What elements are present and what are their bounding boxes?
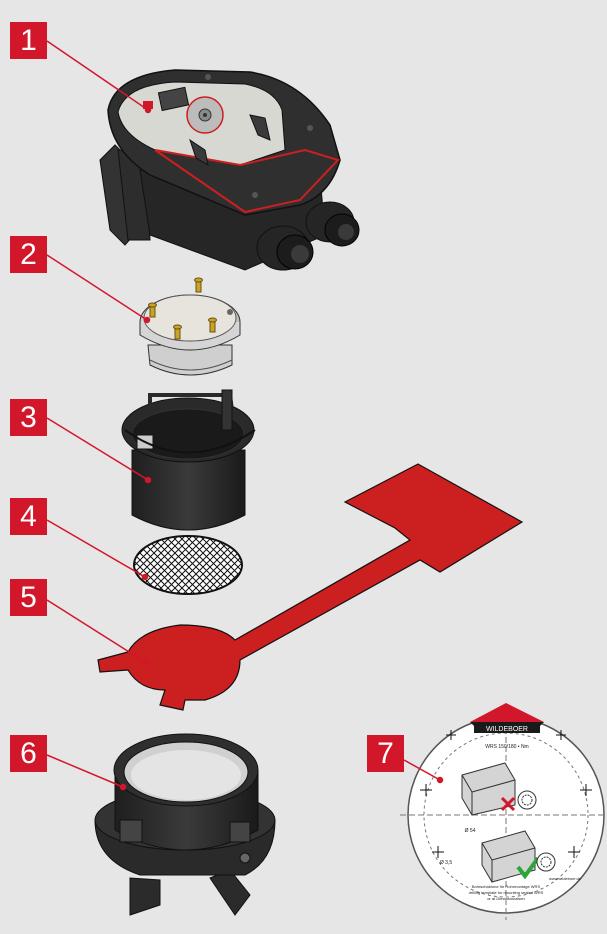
cross-box <box>461 762 516 816</box>
sleeve <box>121 389 256 531</box>
part-number-4: 4 <box>10 498 47 535</box>
leader-lines <box>46 40 444 791</box>
drilling-template: WILDEBOER WRS 150/180 • Nm Ø 54 Ø 3,5 Bo… <box>400 703 607 920</box>
part-number-3: 3 <box>10 399 47 436</box>
control-unit <box>99 69 360 271</box>
leader-5 <box>46 599 146 663</box>
template-caption-1: Bohrschablone für Rohrmontage WRS <box>472 884 541 889</box>
electronic-insert <box>139 277 241 376</box>
template-caption-2: drilling template for mounting sealed WR… <box>469 890 544 895</box>
part-number-7: 7 <box>367 735 404 772</box>
template-website: www.wildeboer.de <box>549 876 582 881</box>
base-housing <box>94 733 276 916</box>
leader-4 <box>46 519 146 578</box>
template-caption-3: or at Dimensionalsen <box>487 896 525 901</box>
template-subtitle: WRS 150/180 • Nm <box>485 744 528 750</box>
leader-6 <box>46 754 124 788</box>
template-diameter: Ø 54 <box>465 828 476 834</box>
part-number-2: 2 <box>10 236 47 273</box>
leader-2 <box>46 254 148 321</box>
template-brand: WILDEBOER <box>486 726 528 733</box>
part-number-6: 6 <box>10 735 47 772</box>
part-number-1: 1 <box>10 22 47 59</box>
leader-3 <box>46 417 149 481</box>
leader-7 <box>403 759 441 781</box>
leader-1 <box>46 40 149 111</box>
part-number-5: 5 <box>10 579 47 616</box>
mesh-filter <box>133 535 243 595</box>
cable-gland-rear <box>305 201 360 247</box>
cable-gland-front <box>256 225 314 271</box>
sealing-template <box>97 463 524 711</box>
template-diameter-small: Ø 3,5 <box>440 860 452 866</box>
